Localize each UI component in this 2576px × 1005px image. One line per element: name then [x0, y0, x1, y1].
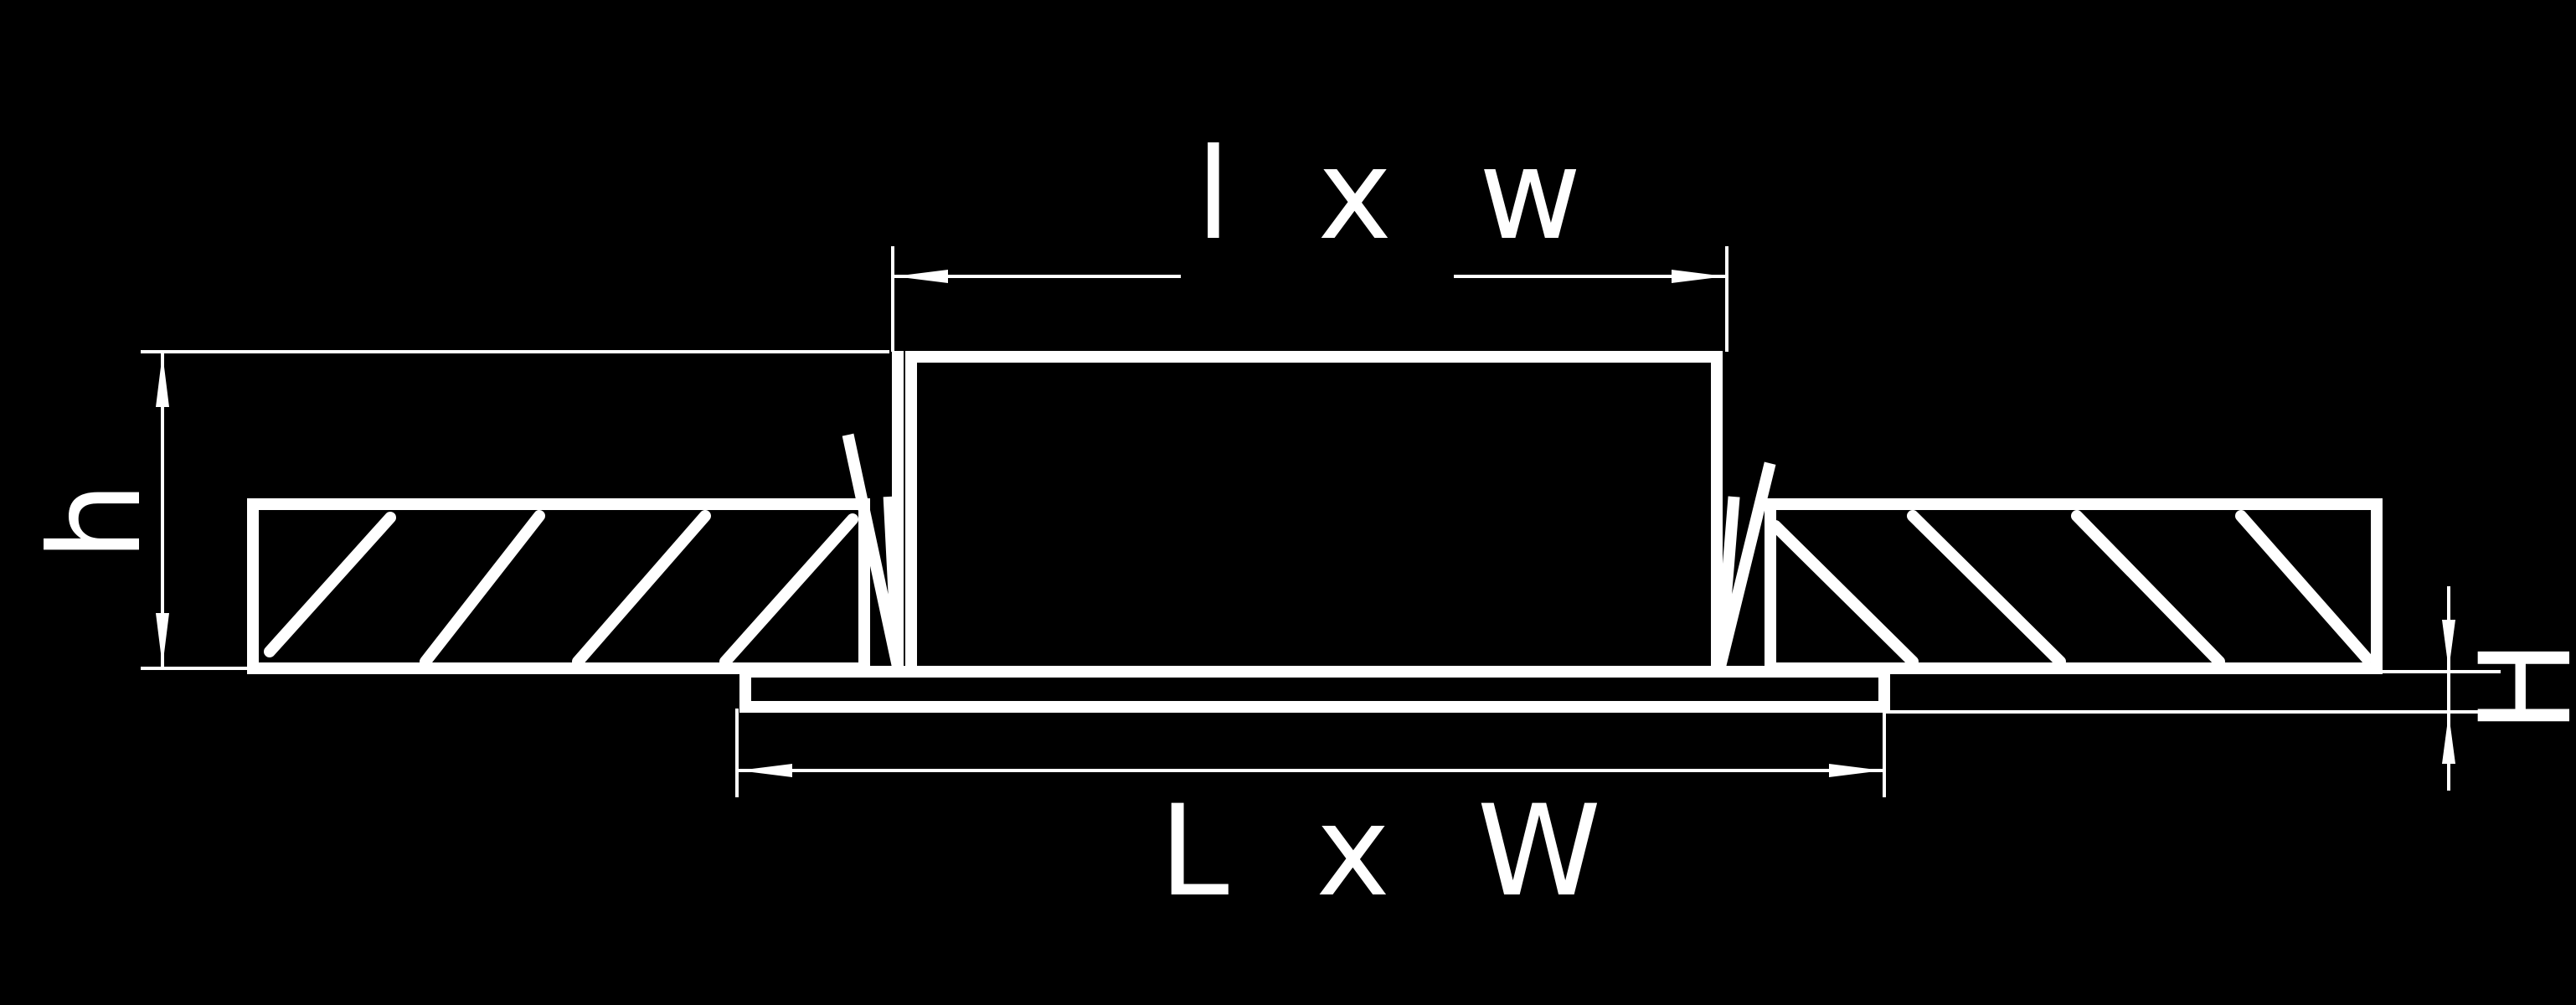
- arrow-left-icon: [894, 270, 948, 283]
- arrow-down-icon: [156, 613, 169, 667]
- right-spring-clip: [1714, 461, 1776, 668]
- inner-size-label: l x w: [1196, 122, 1605, 268]
- left-panel-hatching: [264, 510, 858, 667]
- arrow-right-icon: [1672, 270, 1725, 283]
- total-height-dimension: [141, 350, 889, 670]
- arrow-up-icon: [2442, 714, 2455, 764]
- arrow-up-icon: [156, 353, 169, 407]
- outer-size-label: L x W: [1159, 779, 1625, 925]
- flange-height-dimension: [1884, 586, 2501, 791]
- flange-height-label: H: [2454, 616, 2576, 734]
- outer-size-dimension: [735, 709, 1886, 797]
- total-height-label: h: [23, 458, 169, 561]
- right-panel-hatching: [1770, 510, 2372, 667]
- bottom-trim-flange: [739, 666, 1890, 713]
- arrow-right-icon: [1829, 764, 1883, 777]
- inner-size-dimension: [891, 246, 1728, 352]
- arrow-down-icon: [2442, 620, 2455, 670]
- right-ceiling-panel: [1765, 498, 2383, 674]
- arrow-left-icon: [739, 764, 792, 777]
- left-ceiling-panel: [247, 498, 870, 674]
- left-spring-clip: [842, 433, 904, 668]
- fixture-body-outline: [905, 351, 1723, 678]
